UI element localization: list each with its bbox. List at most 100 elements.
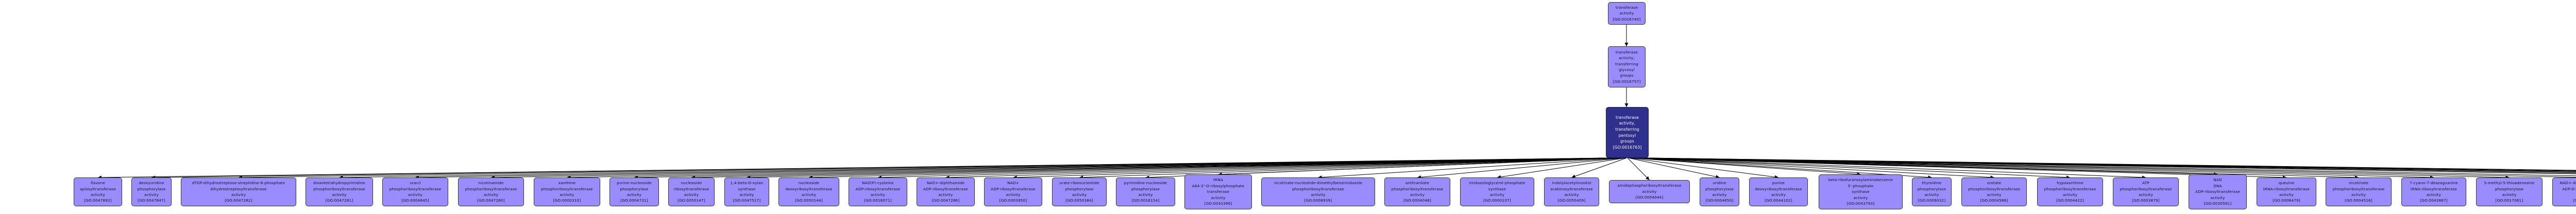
- go-id: [GO:0047517]: [733, 198, 761, 203]
- go-id: [GO:0044102]: [1765, 198, 1792, 203]
- edge-line: [1638, 157, 2576, 178]
- go-id: [GO:0008939]: [1304, 198, 1332, 203]
- go-id: [GO:0043399]: [1204, 201, 1232, 206]
- node-label-line: activity: [739, 192, 754, 197]
- arrowhead-icon: [1624, 43, 1629, 46]
- edge-line: [747, 157, 1617, 178]
- node-label-line: nicotinamide: [478, 181, 504, 186]
- node-label-line: pentosyl: [1618, 133, 1636, 138]
- node-label-line: transferring: [1615, 127, 1639, 132]
- node-label-line: activity: [90, 192, 106, 197]
- edge-line: [1571, 157, 1627, 178]
- go-id: [GO:0004845]: [401, 198, 429, 203]
- node-label-line: ADP-ribosyltransferase: [2195, 189, 2240, 194]
- node-label-line: ADP-D-ribosyltransferase: [2562, 186, 2576, 191]
- node-label-line: dihydrostreptosyltransferase: [210, 186, 267, 191]
- go-id: [GO:0047847]: [138, 198, 165, 203]
- node-label-line: phosphorylase: [1917, 186, 1946, 191]
- node-label-line: NAD+-diphthamide: [926, 181, 965, 186]
- node-label-line: activity: [2426, 192, 2442, 197]
- node-label-line: activity: [1771, 192, 1786, 197]
- node-label-line: activity: [483, 192, 499, 197]
- node-label-line: NAD+: [1007, 181, 1019, 186]
- edge-line: [1635, 157, 2287, 178]
- node-label-line: xanthine: [558, 181, 576, 186]
- node-label-line: activity: [1853, 195, 1868, 200]
- node-label-line: nicotinate-nucleotide-dimethylbenzimidaz…: [1274, 181, 1363, 186]
- node-label-line: activity: [1072, 192, 1087, 197]
- node-label-line: activity,: [1619, 56, 1635, 61]
- node-label-line: 7-cyano-7-deazaguanine: [2410, 181, 2458, 186]
- node-label-line: nucleoside: [681, 181, 702, 186]
- node-label-line: activity: [684, 192, 699, 197]
- node-label-line: A64-2'-O-ribosylphosphate: [1192, 183, 1245, 188]
- go-id: [GO:0000107]: [1483, 198, 1511, 203]
- node-label-line: transferase: [1615, 5, 1638, 10]
- node-label-line: 1,4-beta-D-xylan: [730, 181, 764, 186]
- edge-line: [1079, 157, 1621, 178]
- node-label-line: phosphoribosyltransferase: [313, 186, 365, 191]
- child-node[interactable]: nicotinate-nucleotide-dimethylbenzimidaz…: [1261, 177, 1375, 206]
- edge-line: [1638, 157, 2510, 178]
- node-label-line: ADP-ribosyltransferase: [855, 186, 901, 191]
- child-node[interactable]: NAD+-dinitrogen-reductaseADP-D-ribosyltr…: [2552, 177, 2576, 206]
- go-id: [GO:0043867]: [2420, 198, 2448, 203]
- node-label-line: deoxyribosyltransferase: [1755, 186, 1802, 191]
- child-node[interactable]: dTDP-dihydrostreptose-streptidine-6-phos…: [181, 177, 296, 206]
- node-label-line: thymidine: [1922, 181, 1942, 186]
- arrowhead-icon: [1571, 174, 1576, 178]
- node-label-line: activity: [1138, 192, 1153, 197]
- node-label-line: synthase: [738, 186, 756, 191]
- node-label-line: apiosyltransferase: [79, 186, 116, 191]
- edge-line: [1636, 157, 2359, 178]
- node-label-line: activity: [332, 192, 347, 197]
- go-id: [GO:0004048]: [1403, 198, 1431, 203]
- go-id: [GO:0004850]: [1705, 198, 1734, 203]
- node-label-line: activity: [1642, 189, 1657, 194]
- node-label-line: activity: [1311, 192, 1326, 197]
- node-label-line: phosphorylase: [2495, 186, 2524, 191]
- node-label-line: activity: [870, 192, 886, 197]
- edge-line: [1318, 157, 1624, 178]
- edge-line: [1639, 157, 2576, 176]
- go-id: [GO:0016154]: [1131, 198, 1160, 203]
- node-label-line: activity: [1564, 192, 1579, 197]
- node-label-line: dTDP-dihydrostreptose-streptidine-6-phos…: [192, 181, 285, 186]
- go-id: [GO:0004516]: [2345, 198, 2372, 203]
